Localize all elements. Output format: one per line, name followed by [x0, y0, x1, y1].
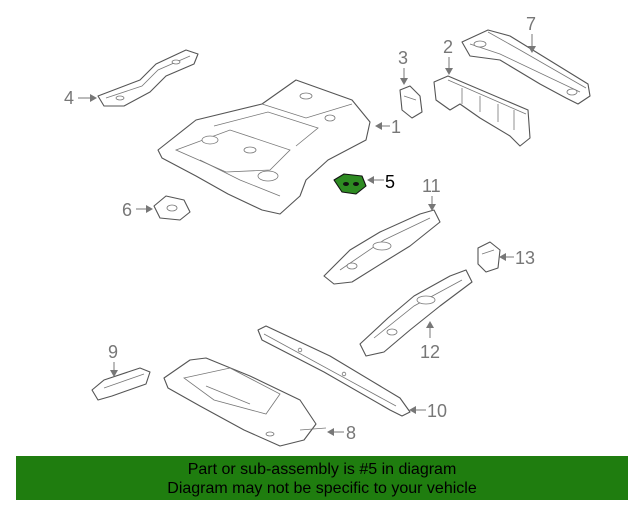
- part-12-side-rail[interactable]: [359, 269, 473, 357]
- banner-line-2: Diagram may not be specific to your vehi…: [167, 480, 477, 497]
- callout-6: 6: [122, 200, 153, 220]
- callout-9-label: 9: [108, 342, 118, 362]
- part-4-bar[interactable]: [97, 49, 199, 107]
- callout-12: 12: [420, 321, 440, 362]
- part-5-bracket-highlighted[interactable]: [333, 173, 367, 195]
- callout-4: 4: [64, 88, 97, 108]
- part-11-side-rail[interactable]: [323, 209, 441, 285]
- parts-diagram: 7 2 3 4: [64, 14, 591, 447]
- callout-1-label: 1: [391, 117, 401, 137]
- callout-4-label: 4: [64, 88, 74, 108]
- callout-7-label: 7: [526, 14, 536, 34]
- callout-10: 10: [409, 401, 447, 421]
- part-1-floor-pan[interactable]: [157, 79, 371, 215]
- callout-7: 7: [526, 14, 536, 53]
- callout-6-label: 6: [122, 200, 132, 220]
- callout-2-label: 2: [443, 37, 453, 57]
- part-13-clip[interactable]: [477, 241, 501, 273]
- callout-8: 8: [327, 423, 356, 443]
- info-banner: Part or sub-assembly is #5 in diagram Di…: [16, 456, 628, 500]
- callout-5-label: 5: [385, 172, 395, 192]
- part-7-rail[interactable]: [461, 29, 591, 105]
- callout-12-label: 12: [420, 342, 440, 362]
- callout-3: 3: [398, 48, 408, 85]
- part-6-mount[interactable]: [153, 195, 191, 221]
- callout-8-label: 8: [346, 423, 356, 443]
- part-9-bracket[interactable]: [91, 367, 151, 401]
- callout-1: 1: [375, 117, 401, 137]
- callout-13-label: 13: [515, 248, 535, 268]
- callout-11-label: 11: [422, 176, 441, 196]
- callout-3-label: 3: [398, 48, 408, 68]
- banner-line-1: Part or sub-assembly is #5 in diagram: [187, 461, 457, 478]
- part-8-floor-panel[interactable]: [163, 357, 327, 447]
- part-3-bracket[interactable]: [399, 85, 423, 119]
- callout-5: 5: [367, 172, 395, 192]
- part-2-bracket[interactable]: [433, 75, 531, 147]
- callout-10-label: 10: [427, 401, 447, 421]
- part-10-bar[interactable]: [257, 325, 411, 417]
- callout-13: 13: [499, 248, 535, 268]
- callout-11: 11: [422, 176, 441, 211]
- callout-9: 9: [108, 342, 118, 377]
- callout-2: 2: [443, 37, 453, 75]
